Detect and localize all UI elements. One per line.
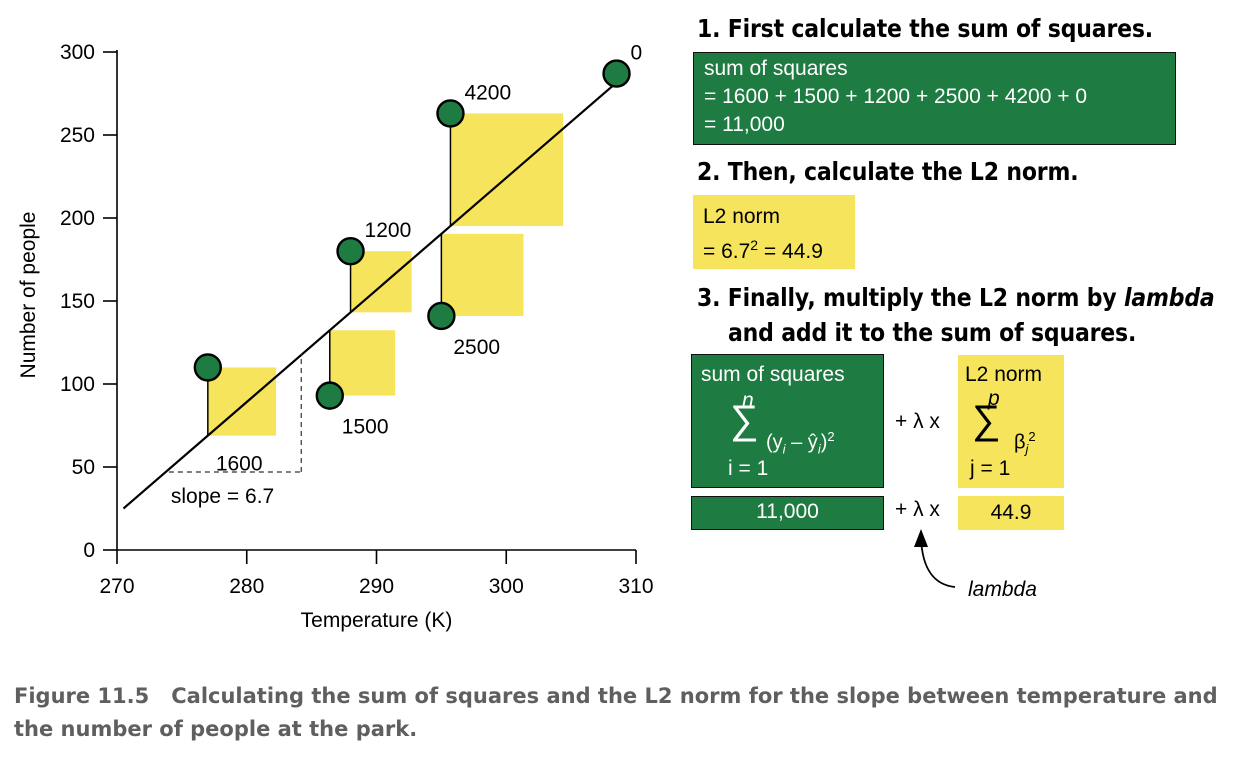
explanation-panel: 1. First calculate the sum of squares. s… — [691, 14, 1215, 601]
formula-l2-title: L2 norm — [965, 363, 1043, 386]
residual-square — [441, 233, 524, 316]
formula-ss-yhat: – ŷ — [785, 431, 818, 454]
residual-label: 1600 — [216, 453, 263, 476]
x-tick-label: 280 — [229, 575, 264, 598]
residual-label: 1500 — [342, 416, 389, 439]
data-point — [193, 353, 223, 382]
y-tick-label: 250 — [60, 124, 95, 147]
data-point — [427, 301, 456, 331]
residual-square — [207, 367, 277, 436]
step-3-text: 3. Finally, multiply the L2 norm by — [697, 283, 1124, 312]
formula-l2-beta: β — [1014, 431, 1026, 454]
sum-box-line-2: = 1600 + 1500 + 1200 + 2500 + 4200 + 0 — [704, 85, 1088, 108]
residual-label: 1200 — [365, 219, 412, 242]
l2-norm-value-box: 44.9 — [958, 496, 1064, 530]
formula-l2-lower-limit: j = 1 — [970, 457, 1011, 480]
labels-layer: 1600 1500 1200 2500 4200 0 slope = 6.7 — [171, 42, 642, 508]
points-layer — [193, 59, 631, 410]
formula-ss-y: (y — [766, 431, 783, 454]
residual-label: 4200 — [464, 81, 511, 104]
step-3-heading-line-1: 3. Finally, multiply the L2 norm by lamb… — [697, 283, 1215, 312]
l2-box-base: = 6.7 — [703, 240, 751, 263]
step-1-heading: 1. First calculate the sum of squares. — [697, 14, 1153, 43]
data-point — [336, 236, 365, 266]
y-tick-label: 100 — [60, 373, 95, 396]
l2-box-result: = 44.9 — [758, 240, 823, 263]
sum-of-squares-box: sum of squares = 1600 + 1500 + 1200 + 25… — [693, 52, 1176, 145]
data-point — [315, 381, 344, 410]
formula-l2-subscript-j: j — [1025, 441, 1029, 457]
l2-box-exponent: 2 — [750, 237, 759, 253]
lambda-arrow-icon — [914, 529, 956, 588]
formula-ss-subscript-i: i — [782, 441, 786, 457]
step-2-heading: 2. Then, calculate the L2 norm. — [697, 157, 1079, 186]
formula-ss-sigma: ∑ — [730, 398, 759, 442]
axes-layer: 0 50 100 150 200 250 300 270 280 290 300 310Tempera… — [17, 41, 654, 632]
fit-line — [122, 76, 624, 510]
y-tick-label: 150 — [60, 290, 95, 313]
formula-operator: + λ x — [895, 410, 940, 433]
formula-ss-lower-limit: i = 1 — [728, 457, 769, 480]
caption-figure-number: Figure 11.5 — [14, 684, 150, 708]
sum-of-squares-value-box: 11,000 — [691, 496, 884, 530]
formula-ss-title: sum of squares — [701, 363, 845, 386]
formula-l2-upper-limit: p — [988, 387, 1000, 410]
l2-norm-formula-box: L2 norm p ∑ βj2 j = 1 — [958, 355, 1064, 488]
data-point — [436, 99, 465, 128]
l2-box-line-2: = 6.72 = 44.9 — [703, 231, 845, 266]
x-tick-label: 300 — [489, 575, 524, 598]
x-tick-label: 290 — [359, 575, 394, 598]
step-3-heading-line-2: and add it to the sum of squares. — [728, 318, 1137, 347]
step-3-lambda: lambda — [1123, 283, 1215, 312]
formula-l2-sigma: ∑ — [972, 398, 1001, 442]
scatter-chart: 0 50 100 150 200 250 300 270 280 290 300 310Tempera… — [17, 41, 654, 632]
x-axis-label: Temperature (K) — [301, 609, 453, 632]
x-tick-label: 310 — [618, 575, 653, 598]
l2-norm-box: L2 norm = 6.72 = 44.9 — [693, 195, 855, 269]
residual-label: 0 — [631, 42, 643, 65]
sum-box-line-3: = 11,000 — [704, 113, 785, 136]
formula-ss-upper-limit: n — [742, 389, 754, 412]
residual-squares-layer — [207, 73, 626, 436]
y-tick-label: 200 — [60, 207, 95, 230]
data-point — [602, 59, 631, 88]
formula-ss-power: 2 — [827, 429, 835, 444]
y-axis-label: Number of people — [17, 212, 40, 379]
y-tick-label: 300 — [60, 41, 95, 64]
residual-square — [329, 330, 396, 396]
residual-square — [450, 113, 564, 226]
slope-label: slope = 6.7 — [171, 485, 274, 508]
formula-ss-term: (yi – ŷi)2 — [766, 423, 835, 464]
value-operator: + λ x — [895, 498, 940, 521]
formula-l2-power: 2 — [1028, 429, 1036, 444]
sum-of-squares-formula-box: sum of squares n ∑ (yi – ŷi)2 i = 1 — [691, 354, 884, 488]
y-tick-label: 50 — [72, 456, 95, 479]
formula-l2-term: βj2 — [1014, 423, 1036, 464]
sum-box-line-1: sum of squares — [704, 57, 848, 80]
formula-ss-close-paren: ) — [820, 431, 828, 454]
residual-label: 2500 — [453, 336, 500, 359]
l2-box-line-1: L2 norm — [703, 205, 781, 228]
lambda-label: lambda — [968, 578, 1037, 601]
caption-text: Calculating the sum of squares and the L… — [14, 684, 1218, 741]
x-tick-label: 270 — [99, 575, 134, 598]
y-tick-label: 0 — [83, 539, 95, 562]
formula-ss-subscript-i2: i — [817, 441, 821, 457]
